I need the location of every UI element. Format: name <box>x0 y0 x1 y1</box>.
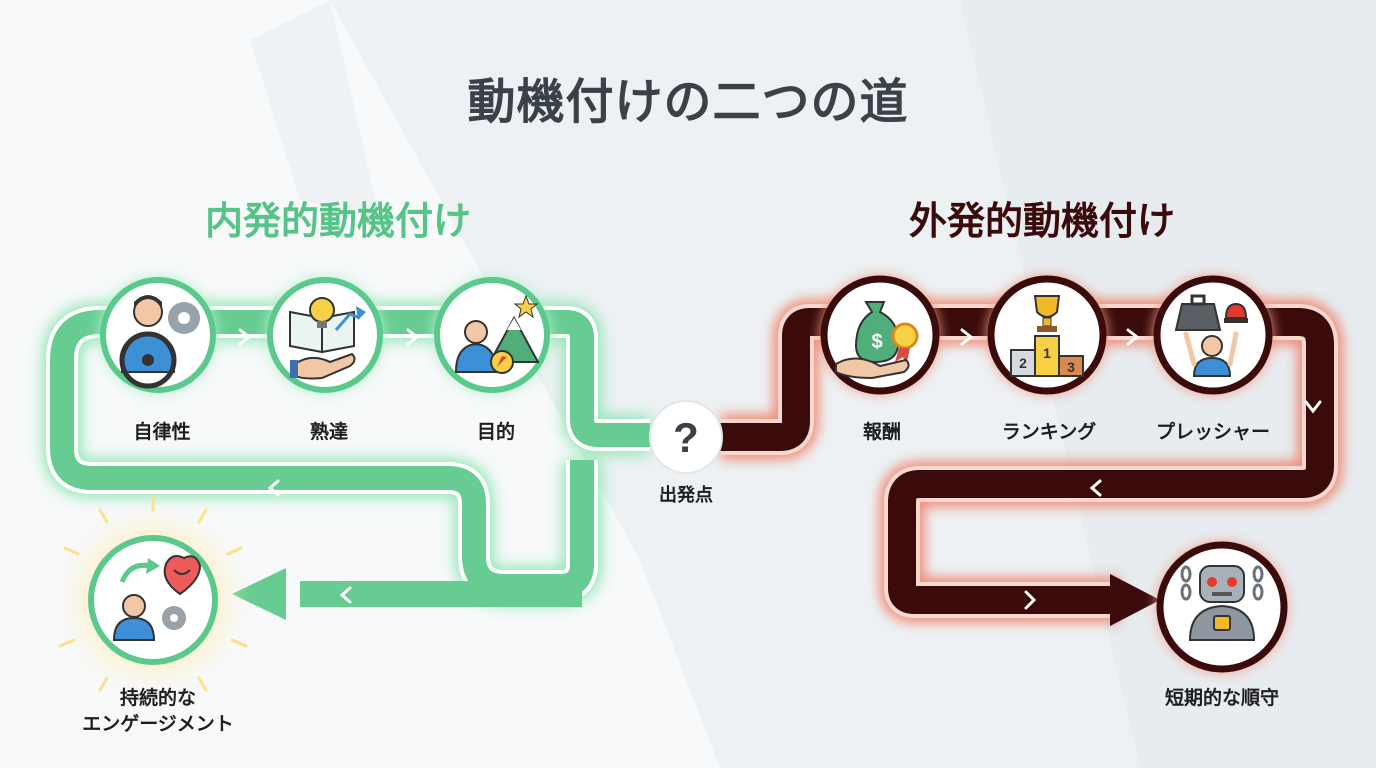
money-bag-medal-icon: $ <box>835 301 919 380</box>
step-label-autonomy: 自律性 <box>133 421 191 443</box>
intrinsic-step-purpose <box>434 277 550 393</box>
heart-gear-person-icon <box>112 555 202 641</box>
svg-text:$: $ <box>871 331 882 353</box>
intrinsic-outcome-line1: 持続的な <box>119 687 196 709</box>
step-label-pressure: プレッシャー <box>1155 421 1271 443</box>
step-label-reward: 報酬 <box>862 421 902 443</box>
start-node: ? <box>649 400 723 474</box>
intrinsic-step-autonomy <box>100 277 216 393</box>
intrinsic-outcome-node <box>55 494 251 698</box>
extrinsic-step-pressure <box>1153 275 1273 395</box>
intrinsic-step-mastery <box>267 277 383 393</box>
page-title: 動機付けの二つの道 <box>467 74 909 130</box>
intrinsic-outcome-line2: エンゲージメント <box>82 712 234 735</box>
start-label: 出発点 <box>659 485 713 506</box>
intrinsic-heading: 内発的動機付け <box>204 199 471 243</box>
mountain-compass-icon <box>454 294 540 374</box>
weight-alarm-icon <box>1174 294 1248 377</box>
trophy-podium-icon: 1 2 3 <box>1010 295 1084 377</box>
intrinsic-outcome-label: 持続的な エンゲージメント <box>82 686 234 737</box>
step-label-mastery: 熟達 <box>309 421 349 443</box>
svg-text:1: 1 <box>1043 345 1051 361</box>
svg-text:2: 2 <box>1019 355 1027 371</box>
extrinsic-step-reward: $ <box>820 275 940 395</box>
extrinsic-outcome-node <box>1156 541 1288 673</box>
extrinsic-heading: 外発的動機付け <box>908 199 1175 243</box>
svg-text:3: 3 <box>1067 359 1075 375</box>
driver-gear-icon <box>119 295 200 389</box>
extrinsic-path <box>720 299 1343 626</box>
question-mark-icon: ? <box>673 414 699 461</box>
intrinsic-path <box>42 302 650 620</box>
step-label-purpose: 目的 <box>476 421 516 443</box>
lightbulb-book-icon <box>289 297 366 380</box>
chained-robot-icon <box>1180 565 1264 641</box>
extrinsic-step-ranking: 1 2 3 <box>987 275 1107 395</box>
step-label-ranking: ランキング <box>1001 421 1097 443</box>
extrinsic-outcome-label: 短期的な順守 <box>1164 687 1280 709</box>
